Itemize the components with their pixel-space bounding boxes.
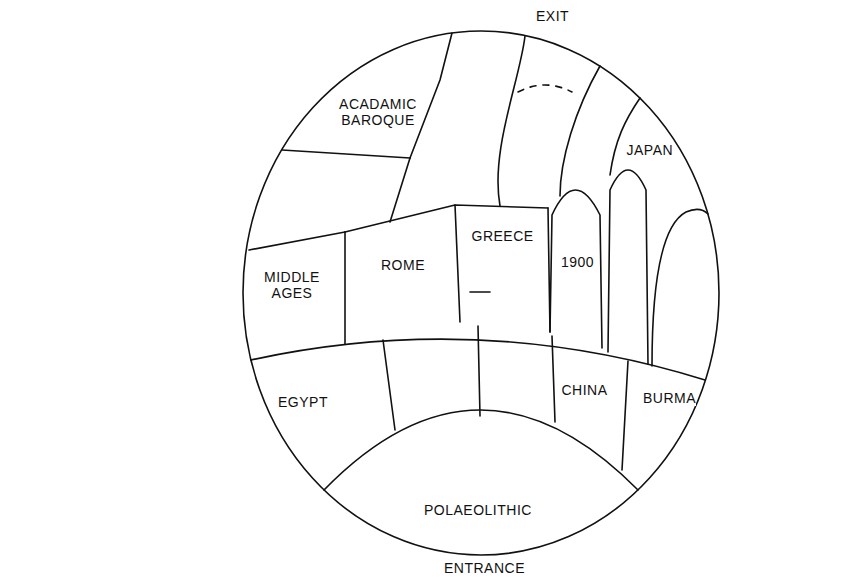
region-name: EGYPT [278, 394, 328, 410]
room-wall [282, 150, 410, 158]
room-wall [345, 205, 548, 232]
exit-path [518, 85, 572, 92]
room-wall [383, 340, 395, 430]
region-name: POLAEOLITHIC [424, 502, 532, 518]
room-wall [410, 33, 452, 158]
room-wall [478, 326, 480, 416]
room-wall [610, 98, 640, 175]
gallery-region: JAPAN [625, 140, 676, 160]
region-name: 1900 [561, 254, 594, 270]
room-wall [455, 205, 460, 322]
gallery-region: GREECE [470, 226, 536, 246]
gallery-region: POLAEOLITHIC [422, 500, 534, 520]
room-wall [560, 66, 600, 196]
gallery-region: MIDDLE AGES [256, 267, 328, 303]
region-name: ROME [381, 257, 425, 273]
region-name: MIDDLE AGES [258, 269, 326, 301]
room-wall [608, 170, 648, 364]
room-wall [652, 209, 708, 366]
room-wall [344, 232, 346, 344]
region-name: CHINA [562, 382, 608, 398]
room-wall [249, 232, 345, 250]
region-name: BURMA [643, 390, 696, 406]
doorway-label: EXIT [534, 8, 571, 24]
room-wall [550, 190, 602, 348]
gallery-region: CHINA [560, 380, 610, 400]
region-name: GREECE [472, 228, 534, 244]
doorway-label: ENTRANCE [442, 560, 527, 576]
region-name: JAPAN [627, 142, 674, 158]
gallery-region: EGYPT [276, 392, 330, 412]
room-wall [390, 158, 410, 222]
gallery-region: BURMA [641, 388, 698, 408]
room-wall [324, 410, 638, 490]
region-name: ACADAMIC BAROQUE [339, 96, 417, 128]
room-wall [552, 336, 555, 422]
room-wall [622, 361, 628, 470]
room-wall [498, 36, 525, 206]
gallery-region: ACADAMIC BAROQUE [337, 94, 419, 130]
gallery-region: 1900 [559, 252, 596, 272]
building-outline [243, 31, 719, 555]
gallery-region: ROME [379, 255, 427, 275]
room-wall [470, 291, 490, 293]
